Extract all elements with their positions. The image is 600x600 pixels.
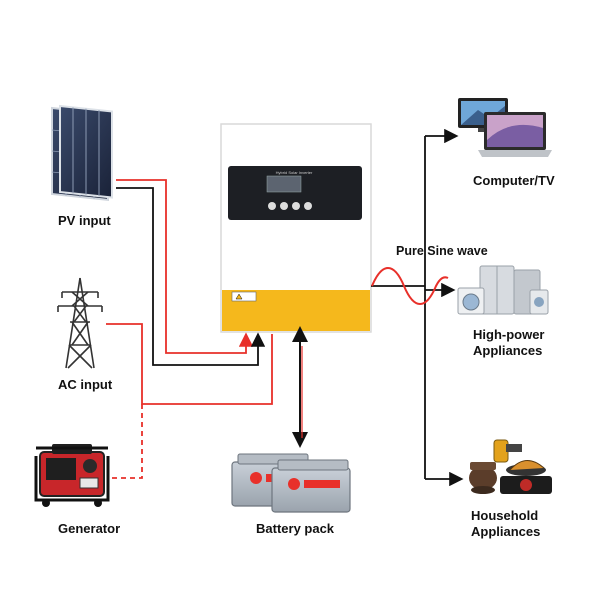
household-label-1: Household bbox=[471, 508, 539, 523]
pv-negative-line bbox=[116, 187, 266, 366]
computer-tv-icon bbox=[458, 98, 552, 157]
kitchen-appliances-icon bbox=[469, 439, 552, 494]
inverter-display-panel bbox=[228, 166, 362, 220]
ac-line bbox=[106, 323, 273, 405]
inverter-lcd bbox=[266, 175, 302, 193]
pure-sine-wave-label: Pure Sine wave bbox=[396, 244, 488, 258]
battery-icon bbox=[231, 453, 351, 513]
pv-input-label: PV input bbox=[58, 213, 111, 228]
high-power-label-1: High-power bbox=[473, 327, 545, 342]
inverter-display-title: Hybrid Solar Inverter bbox=[275, 170, 313, 175]
generator-label: Generator bbox=[58, 521, 121, 536]
warning-label bbox=[231, 291, 257, 302]
household-label-2: Appliances bbox=[471, 524, 541, 539]
high-power-label-2: Appliances bbox=[473, 343, 543, 358]
appliances-icon bbox=[457, 265, 549, 315]
ac-input-label: AC input bbox=[58, 377, 113, 392]
pv-positive-line bbox=[116, 179, 254, 354]
generator-line bbox=[112, 404, 143, 479]
computer-tv-label: Computer/TV bbox=[473, 173, 555, 188]
sine-wave bbox=[371, 267, 449, 305]
transmission-tower-icon bbox=[57, 277, 103, 369]
inverter bbox=[220, 123, 372, 333]
battery-pack-label: Battery pack bbox=[256, 521, 335, 536]
solar-panel-icon bbox=[51, 104, 113, 201]
generator-icon bbox=[34, 444, 110, 507]
